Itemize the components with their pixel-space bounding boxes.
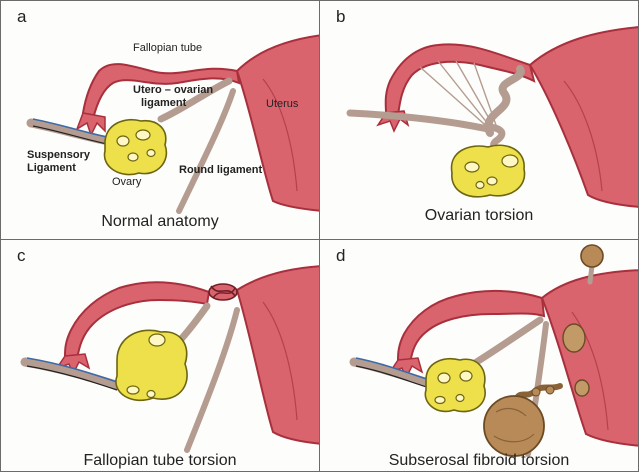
label-suspensory-ligament: Ligament <box>27 162 76 175</box>
panel-normal-anatomy: a Fallopian tube Utero – ovarian ligamen… <box>0 0 320 240</box>
caption-fallopian-tube-torsion: Fallopian tube torsion <box>1 452 319 470</box>
twisted-pedicle <box>488 69 521 133</box>
subserosal-fibroid-torsion-illustration <box>320 240 639 472</box>
ovary <box>104 120 166 175</box>
label-utero-ovarian: Utero – ovarian <box>133 84 213 97</box>
uterus <box>237 35 320 211</box>
caption-subserosal-fibroid-torsion: Subserosal fibroid torsion <box>320 452 638 470</box>
round-ligament <box>187 310 237 450</box>
suspensory-ligament <box>31 123 109 141</box>
fibroid-intramural-small <box>575 380 589 396</box>
ovary <box>452 145 525 196</box>
panel-letter: d <box>336 246 345 266</box>
uterus <box>237 266 320 444</box>
panel-letter: a <box>17 7 26 27</box>
label-uterus: Uterus <box>266 98 298 111</box>
panel-letter: b <box>336 7 345 27</box>
uterus <box>542 270 639 446</box>
fibroid-top <box>581 245 603 267</box>
fibroid-stalk-top <box>590 266 592 282</box>
fallopian-tube-torsion-illustration <box>1 240 320 472</box>
label-suspensory: Suspensory <box>27 149 90 162</box>
panel-subserosal-fibroid-torsion: d Subserosal fibroid torsion <box>319 239 639 472</box>
fibroid-torsed <box>484 396 544 456</box>
panel-fallopian-tube-torsion: c Fallopian tube torsion <box>0 239 320 472</box>
utero-ovarian-ligament <box>470 320 540 366</box>
ovarian-torsion-illustration <box>320 1 639 240</box>
ovary <box>425 359 485 412</box>
label-utero-ovarian-ligament: ligament <box>141 97 186 110</box>
tube-twist-knot <box>209 284 237 300</box>
normal-anatomy-illustration <box>1 1 320 240</box>
suspensory-ligament <box>350 113 488 129</box>
caption-ovarian-torsion: Ovarian torsion <box>320 207 638 225</box>
label-fallopian-tube: Fallopian tube <box>133 42 202 55</box>
panel-ovarian-torsion: b Ovarian torsion <box>319 0 639 240</box>
fallopian-tube <box>398 291 544 364</box>
panel-letter: c <box>17 246 26 266</box>
fibroid-intramural <box>563 324 585 352</box>
caption-normal-anatomy: Normal anatomy <box>1 213 319 231</box>
label-ovary: Ovary <box>112 176 141 189</box>
label-round-ligament: Round ligament <box>179 164 262 177</box>
